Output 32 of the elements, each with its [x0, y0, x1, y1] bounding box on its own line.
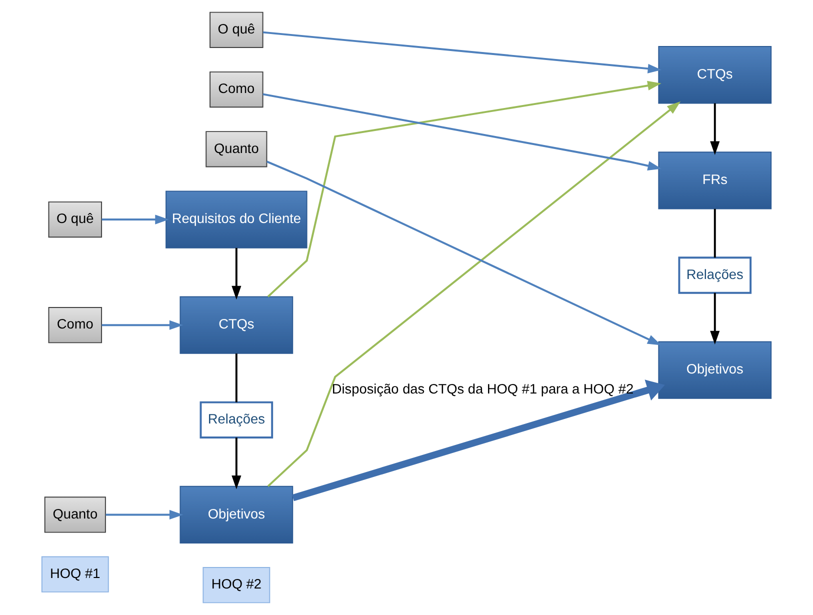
node-box: O quê	[210, 12, 264, 48]
node-box: Relações	[678, 256, 752, 294]
node-box: CTQs	[180, 296, 294, 354]
node-box: FRs	[658, 152, 772, 210]
arrow	[102, 320, 184, 330]
node-box: CTQs	[658, 46, 772, 104]
arrow	[267, 80, 662, 298]
arrow	[267, 101, 681, 487]
arrow	[266, 160, 662, 346]
node-box: Requisitos do Cliente	[166, 190, 308, 248]
arrow	[102, 214, 169, 224]
node-box: Objetivos	[658, 341, 772, 399]
node-box: Como	[48, 307, 102, 344]
node-box: Objetivos	[180, 486, 294, 544]
node-box: Como	[210, 71, 264, 108]
edge-label: Disposição das CTQs da HOQ #1 para a HOQ #2	[332, 382, 634, 397]
arrow	[232, 438, 242, 490]
node-box: HOQ #1	[41, 556, 109, 592]
node-box: Quanto	[206, 131, 268, 168]
arrow	[262, 31, 662, 74]
arrow	[232, 248, 242, 300]
node-box: Quanto	[44, 496, 106, 533]
connector	[235, 354, 238, 402]
arrow	[710, 103, 720, 155]
node-box: O quê	[48, 201, 102, 238]
arrow	[292, 380, 665, 502]
node-box: Relações	[200, 401, 274, 438]
arrow	[106, 510, 184, 520]
arrow	[262, 93, 662, 170]
connector	[714, 208, 716, 258]
node-box: HOQ #2	[202, 567, 270, 604]
arrow	[710, 292, 720, 345]
